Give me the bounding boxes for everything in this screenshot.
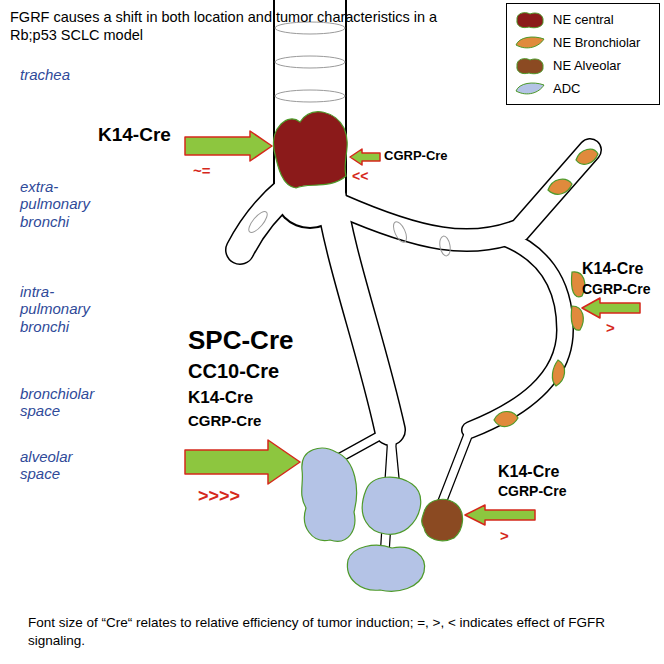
- legend-text: NE central: [553, 12, 614, 27]
- cre-driver-label: CC10-Cre: [188, 360, 279, 383]
- legend-swatch-shape: [516, 37, 544, 48]
- cre-driver-label: CGRP-Cre: [384, 149, 448, 164]
- legend-swatch: [513, 56, 547, 76]
- region-label: trachea: [20, 66, 70, 83]
- fgfr-effect-symbol: >>>>: [198, 486, 240, 507]
- cartilage-rings: [246, 22, 452, 257]
- region-label: bronchiolar space: [20, 385, 94, 420]
- cre-driver-label: K14-Cre: [582, 260, 643, 278]
- region-label: extra- pulmonary bronchi: [20, 178, 90, 230]
- legend-entry: NE central: [507, 8, 659, 31]
- legend-swatch: [513, 33, 547, 53]
- legend-entry: NE Bronchiolar: [507, 31, 659, 54]
- cre-driver-label: K14-Cre: [498, 463, 559, 481]
- legend-text: NE Bronchiolar: [553, 35, 640, 50]
- cre-driver-label: K14-Cre: [98, 124, 171, 146]
- caption: Font size of “Cre“ relates to relative e…: [28, 614, 638, 649]
- cre-driver-label: CGRP-Cre: [188, 412, 261, 429]
- legend-swatch: [513, 79, 547, 99]
- ne-central-tumor: [273, 112, 347, 188]
- cre-driver-label: SPC-Cre: [188, 326, 293, 356]
- legend-swatch-shape: [517, 58, 543, 73]
- legend-text: NE Alveolar: [553, 58, 621, 73]
- tumors: [273, 112, 598, 591]
- cre-driver-label: CGRP-Cre: [582, 281, 650, 297]
- region-label: intra- pulmonary bronchi: [20, 283, 90, 335]
- cre-driver-label: CGRP-Cre: [498, 483, 566, 499]
- legend-swatch: [513, 10, 547, 30]
- legend-box: NE central NE Bronchiolar NE AlveolarADC: [506, 3, 660, 105]
- fgfr-effect-symbol: >: [606, 319, 615, 336]
- fgfr-effect-symbol: ~=: [193, 162, 211, 179]
- region-label: alveolar space: [20, 448, 73, 483]
- fgfr-effect-symbol: >: [500, 527, 509, 544]
- green-arrows: [185, 131, 640, 525]
- title: FGRF causes a shift in both location and…: [10, 8, 450, 44]
- fgfr-effect-symbol: <<: [352, 168, 368, 184]
- legend-entry: NE Alveolar: [507, 54, 659, 77]
- legend-swatch-shape: [517, 12, 543, 27]
- legend-entry: ADC: [507, 77, 659, 100]
- cre-driver-label: K14-Cre: [188, 388, 253, 408]
- legend-swatch-shape: [516, 83, 544, 94]
- legend-text: ADC: [553, 81, 580, 96]
